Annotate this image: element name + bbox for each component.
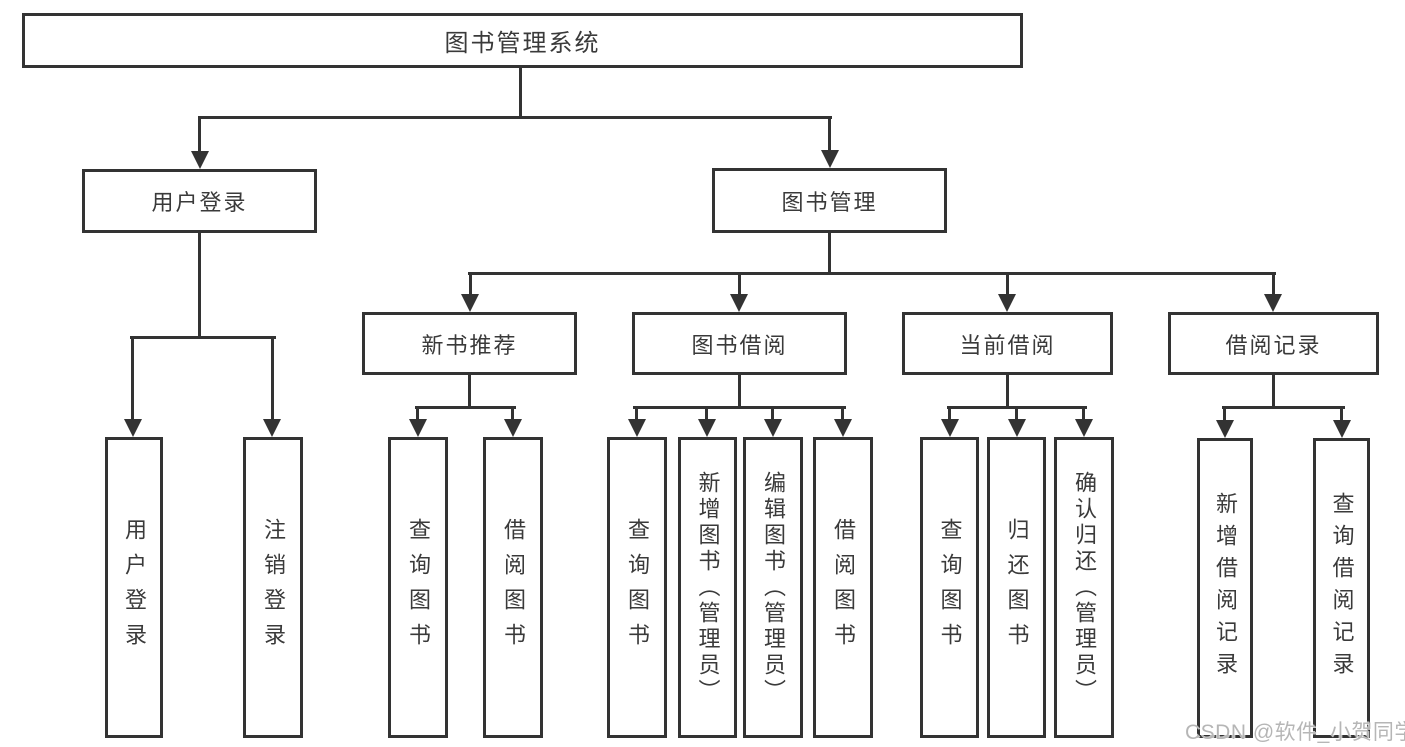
connector-line [771, 406, 774, 424]
leaf-borrowing-add-books-admin: 新增图书（管理员） [678, 437, 737, 738]
connector-line [1272, 272, 1275, 300]
connector-line [271, 336, 274, 424]
connector-arrow [1075, 419, 1093, 437]
leaf-label: 查询图书 [406, 517, 431, 658]
connector-line [198, 116, 201, 154]
node-new-book-recommendation: 新书推荐 [362, 312, 577, 375]
leaf-borrowing-borrow-books: 借阅图书 [813, 437, 873, 738]
connector-arrow [998, 294, 1016, 312]
connector-line [198, 233, 201, 339]
connector-arrow [1264, 294, 1282, 312]
connector-line [828, 233, 831, 275]
connector-line [1223, 406, 1226, 424]
connector-line [1082, 406, 1085, 424]
connector-line [198, 116, 832, 119]
connector-arrow [628, 419, 646, 437]
connector-arrow [730, 294, 748, 312]
connector-line [1006, 375, 1009, 408]
connector-line [1015, 406, 1018, 424]
connector-line [415, 406, 516, 409]
connector-line [738, 375, 741, 408]
connector-arrow [124, 419, 142, 437]
connector-line [948, 406, 951, 424]
connector-arrow [1008, 419, 1026, 437]
connector-line [1272, 375, 1275, 408]
connector-line [1340, 406, 1343, 424]
connector-line [519, 68, 522, 118]
connector-line [635, 406, 638, 424]
connector-line [828, 116, 831, 153]
leaf-user-login: 用户登录 [105, 437, 163, 738]
leaf-current-confirm-return-admin: 确认归还（管理员） [1054, 437, 1114, 738]
connector-arrow [698, 419, 716, 437]
connector-line [633, 406, 846, 409]
connector-arrow [191, 151, 209, 169]
leaf-label: 编辑图书（管理员） [761, 470, 786, 705]
watermark: CSDN @软件_小贺同学 [1185, 721, 1405, 744]
connector-line [1222, 406, 1345, 409]
leaf-records-add-borrow-record: 新增借阅记录 [1197, 438, 1253, 738]
connector-arrow [504, 419, 522, 437]
leaf-borrowing-query-books: 查询图书 [607, 437, 667, 738]
node-borrowing-records: 借阅记录 [1168, 312, 1379, 375]
node-book-borrowing: 图书借阅 [632, 312, 847, 375]
connector-line [130, 336, 276, 339]
connector-arrow [409, 419, 427, 437]
leaf-label: 查询图书 [937, 517, 963, 658]
leaf-label: 归还图书 [1004, 517, 1030, 658]
connector-line [469, 272, 472, 300]
leaf-label: 借阅图书 [501, 517, 526, 658]
leaf-label: 用户登录 [122, 517, 147, 658]
leaf-borrowing-edit-books-admin: 编辑图书（管理员） [743, 437, 803, 738]
leaf-current-query-books: 查询图书 [920, 437, 979, 738]
connector-arrow [263, 419, 281, 437]
connector-line [705, 406, 708, 424]
leaf-label: 查询图书 [625, 517, 650, 658]
connector-line [468, 375, 471, 408]
leaf-current-return-books: 归还图书 [987, 437, 1046, 738]
connector-arrow [764, 419, 782, 437]
leaf-label: 新增图书（管理员） [695, 470, 721, 705]
node-current-borrowing: 当前借阅 [902, 312, 1113, 375]
connector-line [511, 406, 514, 424]
node-library-management-system: 图书管理系统 [22, 13, 1023, 68]
connector-line [841, 406, 844, 424]
connector-arrow [1333, 420, 1351, 438]
connector-line [738, 272, 741, 300]
leaf-label: 确认归还（管理员） [1072, 470, 1097, 705]
connector-line [468, 272, 1276, 275]
connector-arrow [461, 294, 479, 312]
node-user-login: 用户登录 [82, 169, 317, 233]
leaf-recommend-borrow-books: 借阅图书 [483, 437, 543, 738]
connector-arrow [941, 419, 959, 437]
leaf-label: 查询借阅记录 [1329, 492, 1355, 684]
connector-line [131, 336, 134, 424]
connector-arrow [821, 150, 839, 168]
leaf-label: 注销登录 [261, 517, 286, 658]
leaf-logout-login: 注销登录 [243, 437, 303, 738]
node-book-management: 图书管理 [712, 168, 947, 233]
connector-line [416, 406, 419, 424]
connector-line [1006, 272, 1009, 300]
leaf-label: 借阅图书 [831, 517, 856, 658]
connector-arrow [834, 419, 852, 437]
leaf-recommend-query-books: 查询图书 [388, 437, 448, 738]
leaf-records-query-borrow-record: 查询借阅记录 [1313, 438, 1370, 738]
leaf-label: 新增借阅记录 [1213, 492, 1238, 684]
connector-arrow [1216, 420, 1234, 438]
